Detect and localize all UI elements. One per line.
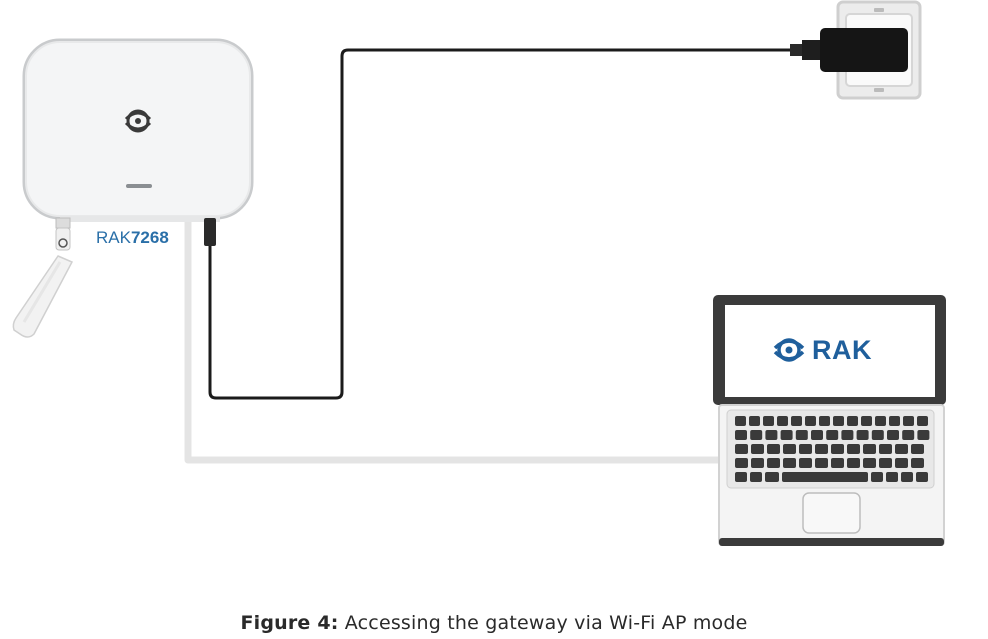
keyboard-key [886, 472, 898, 482]
keyboard-key [847, 444, 860, 454]
keyboard-key [911, 444, 924, 454]
keyboard-key [815, 444, 828, 454]
keyboard-key [833, 416, 844, 426]
keyboard-key [735, 416, 746, 426]
dc-jack [204, 218, 216, 246]
keyboard-key [763, 416, 774, 426]
keyboard-key [847, 416, 858, 426]
trackpad [802, 492, 861, 534]
keyboard-key [901, 472, 913, 482]
keyboard-keys [735, 416, 930, 482]
keyboard-key [903, 416, 914, 426]
keyboard-key [917, 430, 930, 440]
keyboard-key [895, 458, 908, 468]
keyboard-key [847, 458, 860, 468]
keyboard-key [765, 430, 778, 440]
keyboard-key [795, 430, 808, 440]
status-led-bar [126, 184, 152, 188]
keyboard-key [879, 458, 892, 468]
keyboard-key [841, 430, 854, 440]
keyboard-key [875, 416, 886, 426]
keyboard-key [750, 472, 762, 482]
keyboard-key [735, 458, 748, 468]
keyboard-key [749, 416, 760, 426]
power-cable [208, 48, 792, 400]
keyboard-key [777, 416, 788, 426]
laptop-icon [713, 295, 946, 546]
keyboard-key [861, 416, 872, 426]
gateway-device [22, 38, 254, 246]
keyboard-key [780, 430, 793, 440]
keyboard-key [767, 458, 780, 468]
model-number: 7268 [130, 228, 169, 247]
keyboard-key [735, 444, 748, 454]
keyboard-key [750, 430, 763, 440]
keyboard-key [917, 416, 928, 426]
keyboard-key [863, 444, 876, 454]
keyboard-key [911, 458, 924, 468]
keyboard-key [799, 458, 812, 468]
keyboard-key [783, 458, 796, 468]
keyboard-key [871, 430, 884, 440]
keyboard-key [783, 444, 796, 454]
model-prefix: RAK [96, 228, 131, 247]
keyboard-key [902, 430, 915, 440]
keyboard-key [767, 444, 780, 454]
keyboard-key [879, 444, 892, 454]
keyboard-key [887, 430, 899, 440]
gateway-model-label: RAK7268 [96, 228, 169, 248]
keyboard-key [815, 458, 828, 468]
keyboard-key [791, 416, 802, 426]
keyboard-key [765, 472, 779, 482]
keyboard-key [735, 430, 747, 440]
antenna-icon [12, 217, 74, 338]
keyboard-key [831, 458, 844, 468]
keyboard-key [863, 458, 876, 468]
keyboard-key [895, 444, 908, 454]
caption-text: Accessing the gateway via Wi-Fi AP mode [338, 612, 748, 634]
keyboard-key [782, 472, 868, 482]
power-adapter-icon [790, 28, 908, 72]
rak-logo-icon [124, 109, 152, 133]
keyboard-key [811, 430, 823, 440]
rak-logo-icon [773, 338, 805, 362]
keyboard-key [819, 416, 830, 426]
figure-caption: Figure 4: Accessing the gateway via Wi-F… [0, 612, 988, 634]
keyboard-key [799, 444, 812, 454]
keyboard-key [831, 444, 844, 454]
keyboard-key [871, 472, 883, 482]
keyboard-key [889, 416, 900, 426]
keyboard-key [805, 416, 816, 426]
keyboard-key [735, 472, 747, 482]
ethernet-cable [184, 220, 722, 464]
keyboard-key [916, 472, 928, 482]
caption-label: Figure 4: [240, 612, 339, 634]
keyboard-key [856, 430, 869, 440]
keyboard-key [751, 444, 764, 454]
laptop-screen-brand: RAK [812, 335, 872, 365]
keyboard-key [826, 430, 839, 440]
keyboard-key [751, 458, 764, 468]
